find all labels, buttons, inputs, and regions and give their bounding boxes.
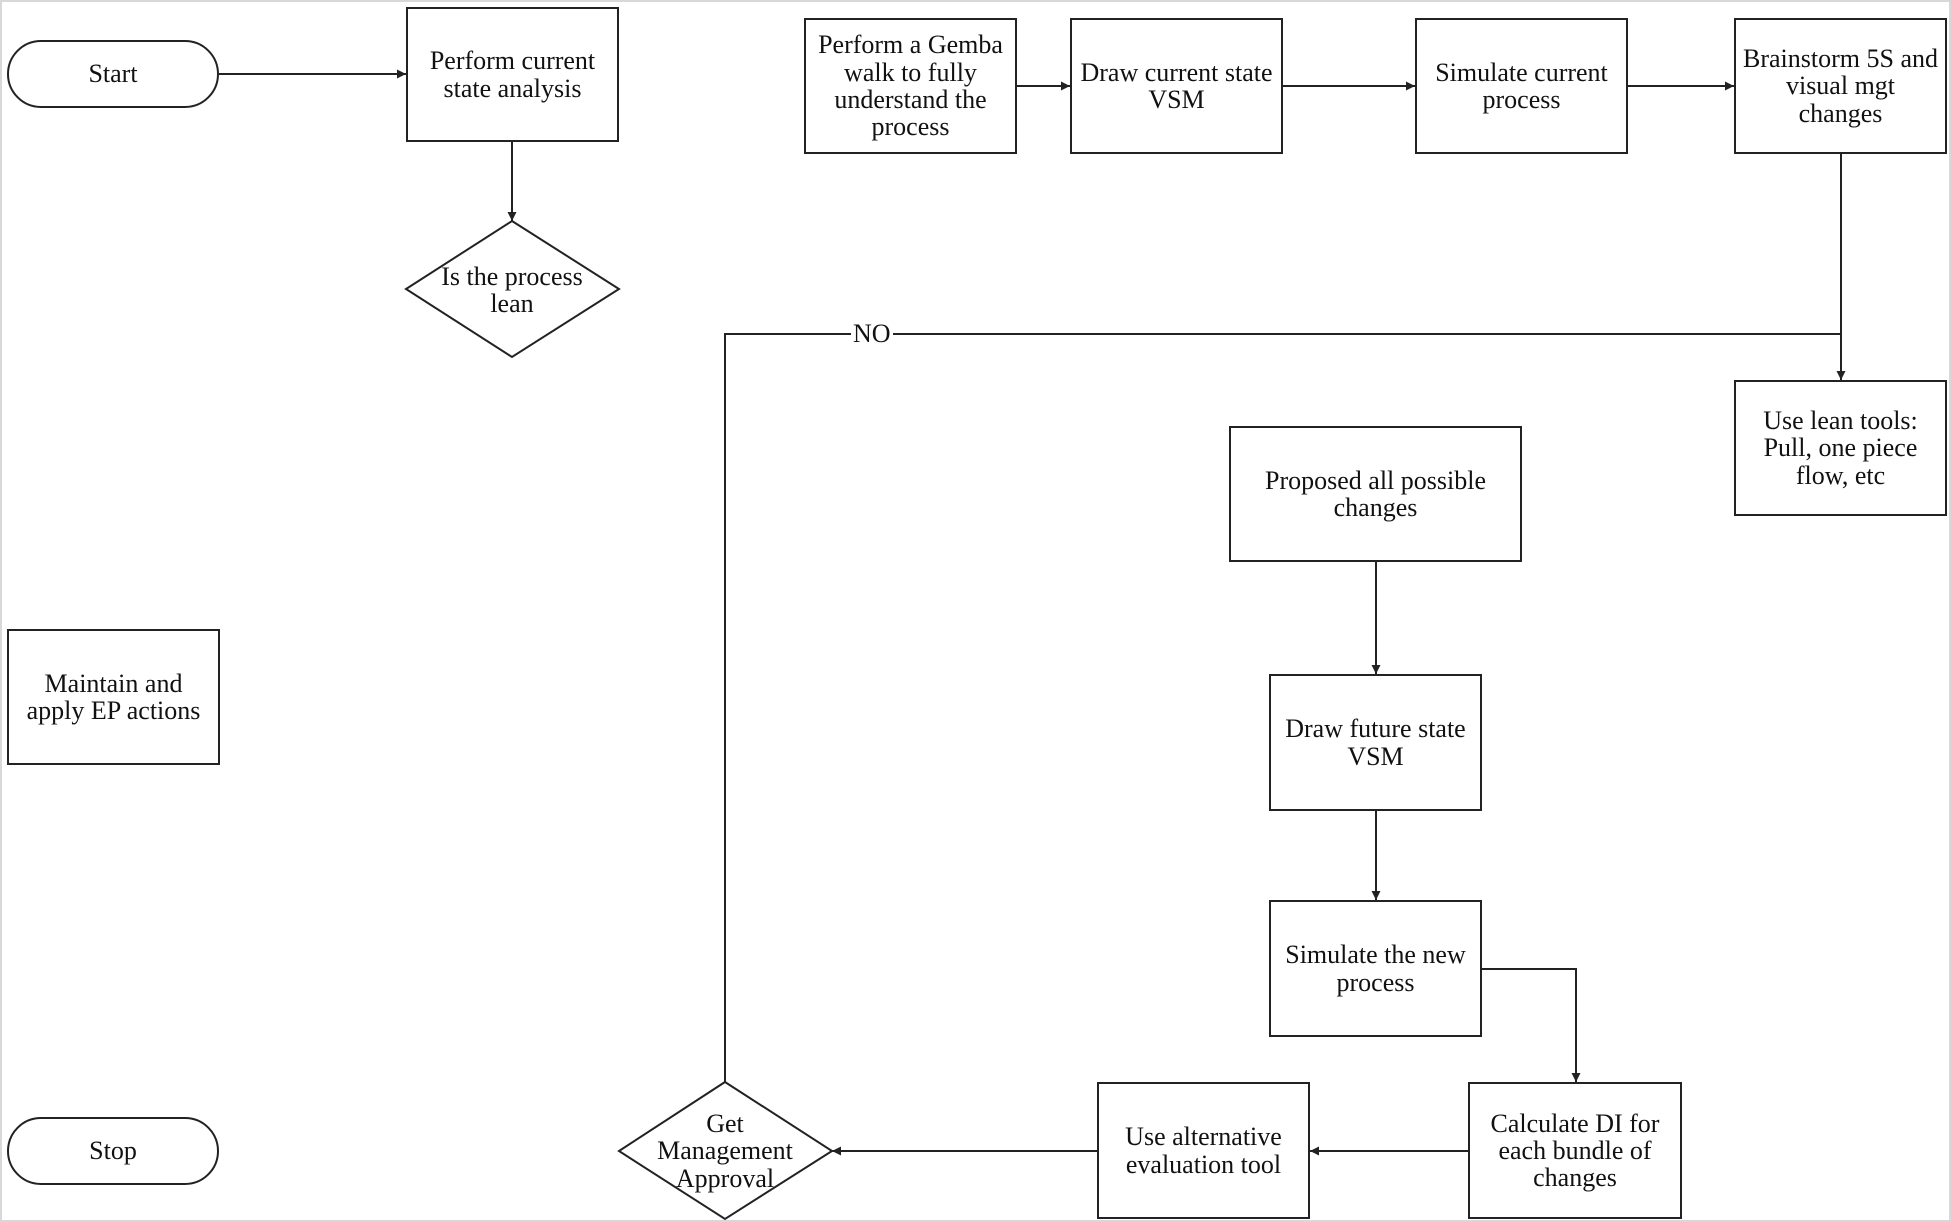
calculate-di-label: Calculate DI for each bundle of changes — [1490, 1108, 1660, 1193]
draw-future-vsm-box: Draw future state VSM — [1269, 674, 1482, 811]
proposed-changes-label: Proposed all possible changes — [1265, 465, 1486, 522]
brainstorm-5s-box: Brainstorm 5S and visual mgt changes — [1734, 18, 1947, 154]
lean-tools-box: Use lean tools: Pull, one piece flow, et… — [1734, 380, 1947, 516]
edge-approval-no-loop — [724, 333, 1841, 1082]
simulate-new-label: Simulate the new process — [1285, 940, 1466, 997]
gemba-walk-label: Perform a Gemba walk to fully understand… — [818, 30, 1003, 142]
gemba-walk-box: Perform a Gemba walk to fully understand… — [804, 18, 1017, 154]
edge-simulate-new-to-di — [1482, 968, 1581, 1082]
simulate-current-label: Simulate current process — [1435, 57, 1608, 114]
alt-evaluation-box: Use alternative evaluation tool — [1097, 1082, 1310, 1219]
decision-mgmt-approval-shape — [617, 1080, 834, 1221]
decision-is-lean: Is the process lean — [426, 250, 598, 330]
simulate-new-box: Simulate the new process — [1269, 900, 1482, 1037]
start-terminal: Start — [7, 40, 219, 108]
start-label: Start — [88, 59, 138, 89]
calculate-di-box: Calculate DI for each bundle of changes — [1468, 1082, 1682, 1219]
decision-is-lean-label: Is the process lean — [441, 261, 583, 318]
draw-current-vsm-label: Draw current state VSM — [1080, 57, 1273, 114]
edge-label-no: NO — [851, 319, 893, 348]
stop-terminal: Stop — [7, 1117, 219, 1185]
stop-label: Stop — [89, 1136, 137, 1166]
draw-current-vsm-box: Draw current state VSM — [1070, 18, 1283, 154]
brainstorm-5s-label: Brainstorm 5S and visual mgt changes — [1743, 44, 1938, 128]
maintain-ep-box: Maintain and apply EP actions — [7, 629, 220, 765]
current-state-analysis-label: Perform current state analysis — [429, 46, 596, 103]
simulate-current-box: Simulate current process — [1415, 18, 1628, 154]
alt-evaluation-label: Use alternative evaluation tool — [1125, 1122, 1282, 1179]
decision-mgmt-approval: Get Management Approval — [639, 1106, 811, 1196]
lean-tools-label: Use lean tools: Pull, one piece flow, et… — [1763, 406, 1918, 490]
decision-is-lean-shape — [404, 219, 621, 359]
draw-future-vsm-label: Draw future state VSM — [1285, 714, 1466, 771]
current-state-analysis-box: Perform current state analysis — [406, 7, 619, 142]
maintain-ep-label: Maintain and apply EP actions — [26, 668, 201, 725]
decision-mgmt-approval-label: Get Management Approval — [657, 1109, 793, 1193]
proposed-changes-box: Proposed all possible changes — [1229, 426, 1522, 562]
